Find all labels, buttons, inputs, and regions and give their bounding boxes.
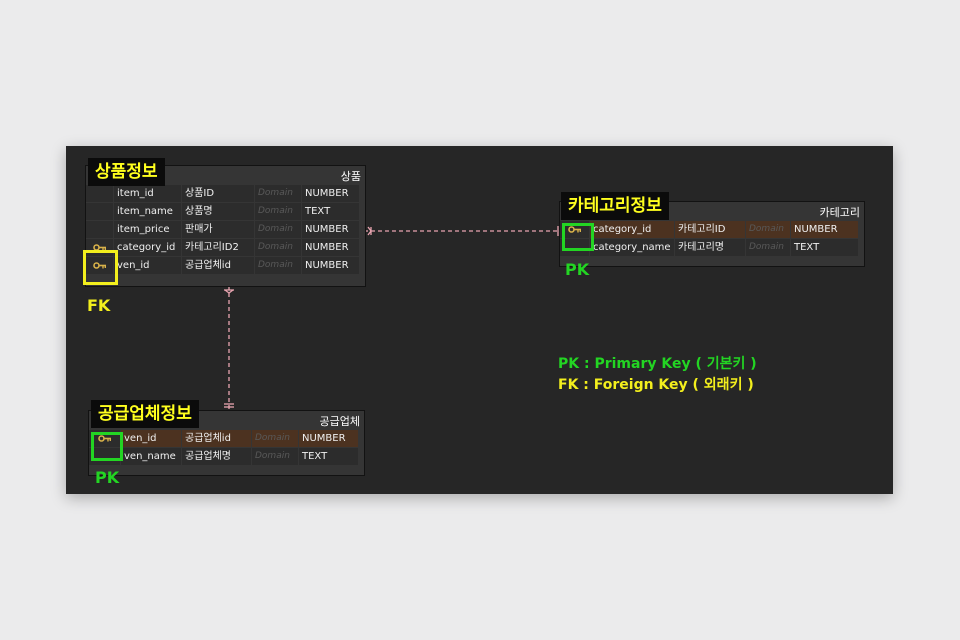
column-name: item_price [114,221,181,238]
domain-cell: Domain [252,448,298,465]
legend-fk: FK : Foreign Key ( 외래키 ) [558,377,754,393]
data-type: NUMBER [791,221,858,238]
key-icon [97,435,111,442]
table-name: 상품 [340,170,361,183]
logical-name: 카테고리ID [675,221,745,238]
column-name: category_id [590,221,674,238]
key-cell [560,239,589,256]
category-title-badge: 카테고리정보 [561,192,669,220]
column-name: ven_name [121,448,181,465]
entity-header: 상품 [86,166,365,185]
table-name: 공급업체 [319,415,360,428]
pk-highlight-box-vendor [91,432,123,461]
column-name: item_id [114,185,181,202]
fk-highlight-box [83,250,118,285]
fk-label: FK [87,296,111,315]
key-icon [567,226,581,233]
data-type: NUMBER [302,221,359,238]
logical-name: 카테고리ID2 [182,239,254,256]
logical-name: 카테고리명 [675,239,745,256]
data-type: NUMBER [302,257,359,274]
data-type: TEXT [299,448,358,465]
domain-cell: Domain [255,185,301,202]
column-name: category_id [114,239,181,256]
data-type: TEXT [302,203,359,220]
pk-label-category: PK [565,260,590,279]
logical-name: 상품ID [182,185,254,202]
column-name: category_name [590,239,674,256]
logical-name: 공급업체id [182,430,251,447]
domain-cell: Domain [255,239,301,256]
relation-product-vendor-end-vendor [224,403,234,408]
table-name: 카테고리 [819,206,860,219]
data-type: NUMBER [302,239,359,256]
logical-name: 판매가 [182,221,254,238]
domain-cell: Domain [252,430,298,447]
logical-name: 공급업체id [182,257,254,274]
data-type: NUMBER [299,430,358,447]
logical-name: 공급업체명 [182,448,251,465]
column-name: ven_id [114,257,181,274]
key-cell [86,185,113,202]
column-name: item_name [114,203,181,220]
relation-product-vendor-end-product [224,289,234,294]
column-name: ven_id [121,430,181,447]
product-title-badge: 상품정보 [88,158,165,186]
data-type: NUMBER [302,185,359,202]
logical-name: 상품명 [182,203,254,220]
entity-header: 공급업체 [89,411,364,430]
key-cell [86,221,113,238]
domain-cell: Domain [255,203,301,220]
pk-highlight-box-category [562,223,594,251]
pk-label-vendor: PK [95,468,120,487]
relation-product-category-end-product [367,226,372,236]
entity-header: 카테고리 [560,202,864,221]
data-type: TEXT [791,239,858,256]
legend-pk: PK : Primary Key ( 기본키 ) [558,356,757,372]
key-cell [86,203,113,220]
key-icon [92,262,106,269]
domain-cell: Domain [255,221,301,238]
domain-cell: Domain [746,239,790,256]
domain-cell: Domain [255,257,301,274]
vendor-title-badge: 공급업체정보 [91,400,199,428]
domain-cell: Domain [746,221,790,238]
key-cell [86,257,113,274]
